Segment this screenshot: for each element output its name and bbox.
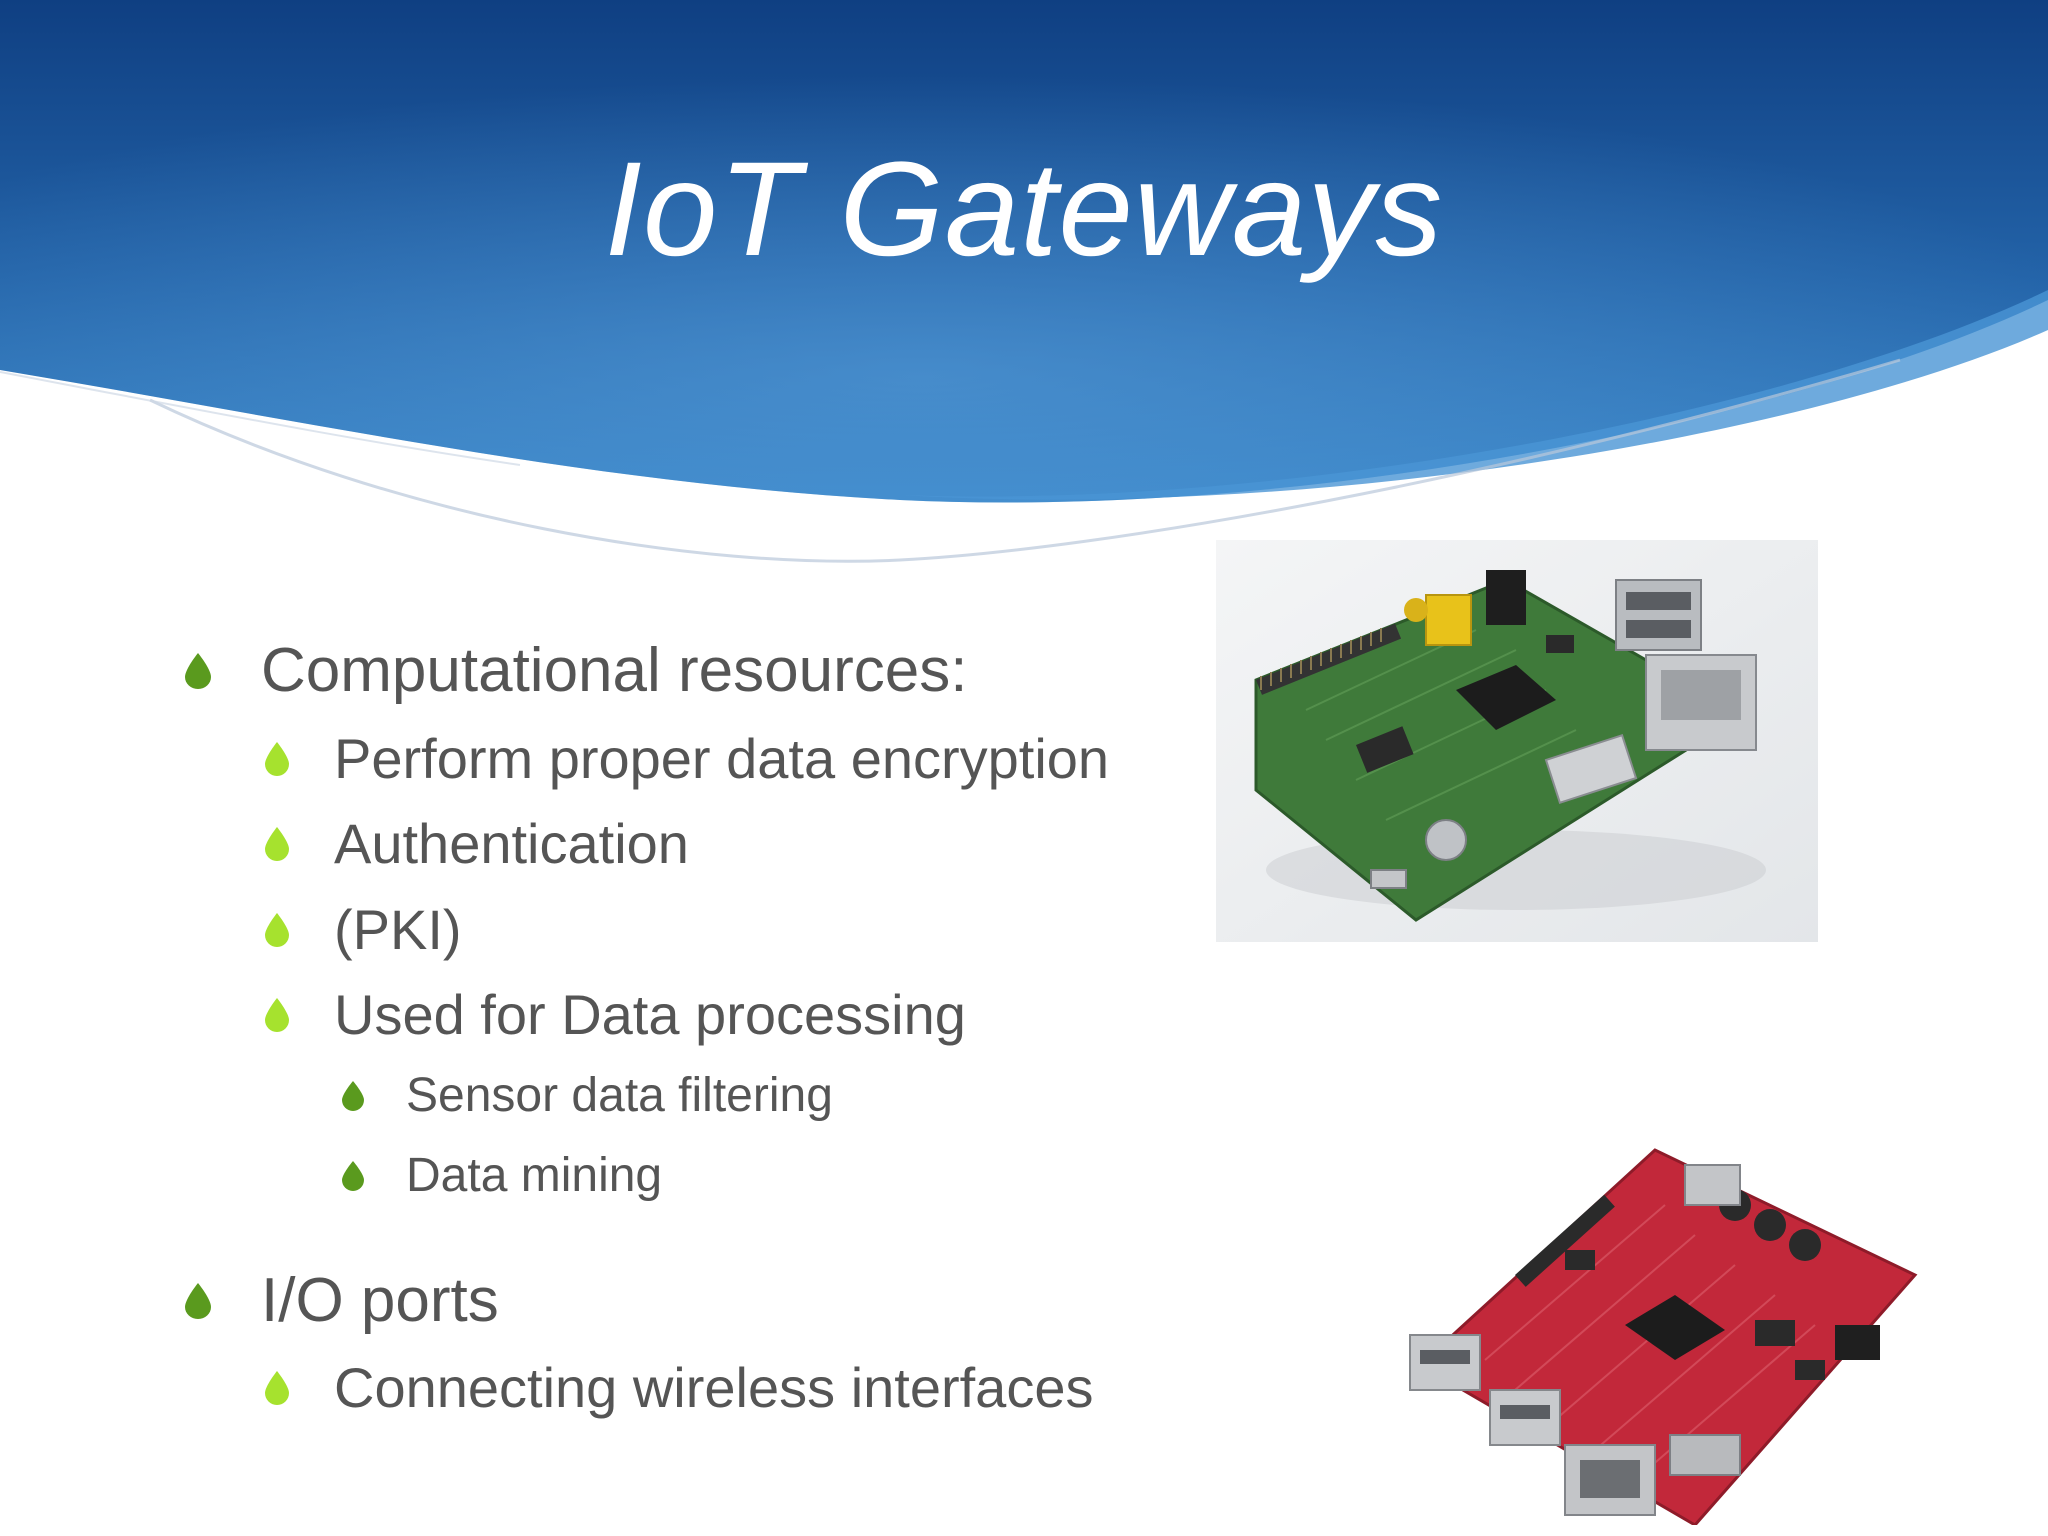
bullet-item: Computational resources: xyxy=(185,635,967,706)
raspberry-pi-board-photo xyxy=(1216,540,1818,942)
bullet-item: Sensor data filtering xyxy=(342,1068,833,1123)
bullet-item: Data mining xyxy=(342,1148,662,1203)
header-wave-background xyxy=(0,0,2048,563)
bullet-text: Connecting wireless interfaces xyxy=(334,1356,1094,1419)
bullet-text: Used for Data processing xyxy=(334,983,966,1046)
bullet-text: Authentication xyxy=(334,812,689,875)
bullet-item: Used for Data processing xyxy=(265,982,966,1047)
bullet-text: Perform proper data encryption xyxy=(334,727,1110,790)
bullet-text: I/O ports xyxy=(261,1266,499,1335)
bullet-text: (PKI) xyxy=(334,898,462,961)
droplet-icon xyxy=(185,1282,211,1319)
red-dev-board-photo xyxy=(1405,1145,1925,1527)
droplet-icon xyxy=(265,826,289,861)
bullet-text: Sensor data filtering xyxy=(406,1069,833,1122)
droplet-icon xyxy=(265,741,289,776)
bullet-item: (PKI) xyxy=(265,897,462,962)
bullet-list: Computational resources: Perform proper … xyxy=(185,635,1109,1420)
slide-title: IoT Gateways xyxy=(604,135,1444,284)
bullet-text: Computational resources: xyxy=(261,636,968,705)
droplet-icon xyxy=(342,1160,364,1191)
bullet-item: Connecting wireless interfaces xyxy=(265,1355,1093,1420)
droplet-icon xyxy=(342,1080,364,1111)
bullet-text: Data mining xyxy=(406,1149,663,1202)
bullet-item: I/O ports xyxy=(185,1265,499,1336)
bullet-item: Authentication xyxy=(265,811,689,876)
droplet-icon xyxy=(265,997,289,1032)
droplet-icon xyxy=(265,912,289,947)
droplet-icon xyxy=(185,652,211,689)
droplet-icon xyxy=(265,1370,289,1405)
bullet-item: Perform proper data encryption xyxy=(265,726,1109,791)
